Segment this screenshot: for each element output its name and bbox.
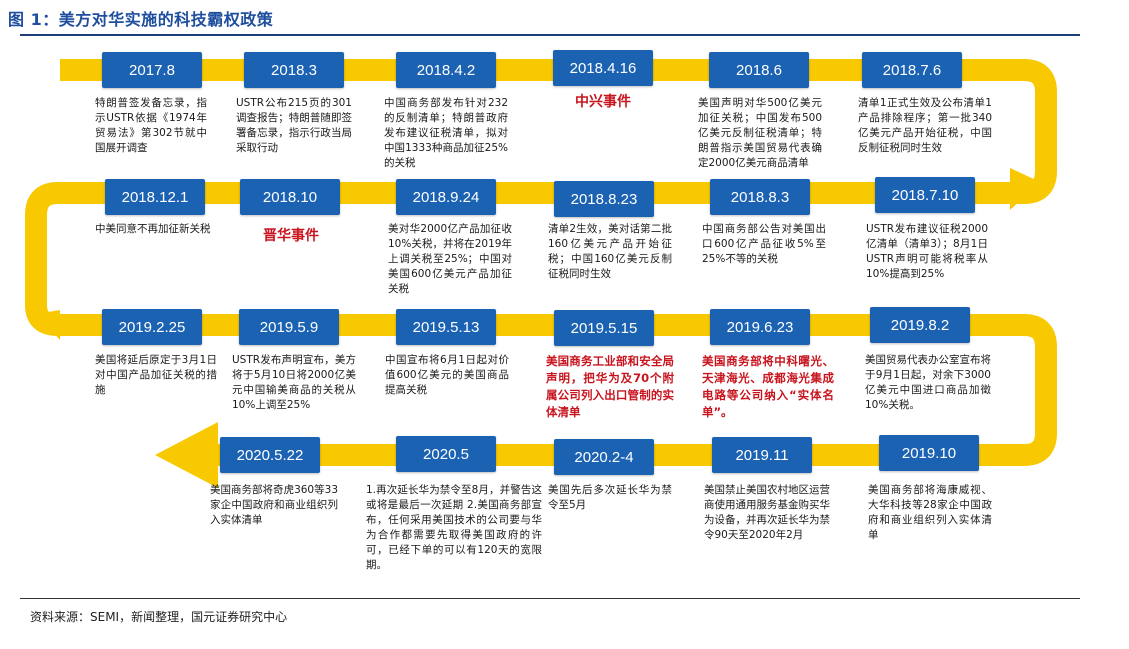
event-description: 美国贸易代表办公室宣布将于9月1日起，对余下3000亿美元中国进口商品加徵10%…: [865, 354, 991, 411]
event-description: 中国商务部公告对美国出口600亿产品征收5%至25%不等的关税: [702, 223, 826, 265]
source-note: 资料来源：SEMI，新闻整理，国元证券研究中心: [30, 610, 288, 624]
date-label: 2018.9.24: [396, 179, 496, 215]
date-label: 2018.12.1: [105, 179, 205, 215]
event-description: 1.再次延长华为禁令至8月，并警告这或将是最后一次延期 2.美国商务部宣布，任何…: [366, 484, 542, 571]
event-description: 清单1正式生效及公布清单1产品排除程序；第一批340亿美元产品开始征税，中国反制…: [858, 97, 992, 154]
date-label: 2020.5.22: [220, 437, 320, 473]
event-description: 中兴事件: [575, 94, 631, 110]
date-label: 2020.2-4: [554, 439, 654, 475]
event-description: 清单2生效，美对话第二批160亿美元产品开始征税；中国160亿美元反制征税同时生…: [548, 223, 672, 280]
event-description: 中国商务部发布针对232的反制清单；特朗普政府发布建议征税清单，拟对中国1333…: [384, 97, 508, 169]
event-description: 晋华事件: [263, 228, 319, 244]
top-rule: [20, 34, 1080, 36]
date-label: 2019.2.25: [102, 309, 202, 345]
date-label: 2018.6: [709, 52, 809, 88]
date-label: 2018.10: [240, 179, 340, 215]
date-label: 2019.8.2: [870, 307, 970, 343]
event-description: 特朗普签发备忘录，指示USTR依据《1974年贸易法》第302节就中国展开调查: [95, 97, 207, 154]
date-label: 2019.5.13: [396, 309, 496, 345]
event-description: 美国禁止美国农村地区运营商使用通用服务基金购买华为设备，并再次延长华为禁令90天…: [704, 484, 830, 541]
event-description: 中美同意不再加征新关税: [95, 223, 211, 235]
date-label: 2017.8: [102, 52, 202, 88]
date-label: 2019.11: [712, 437, 812, 473]
date-label: 2019.5.15: [554, 310, 654, 346]
date-label: 2018.7.10: [875, 177, 975, 213]
track-arrow-right: [1010, 168, 1040, 210]
date-label: 2019.10: [879, 435, 979, 471]
date-label: 2018.3: [244, 52, 344, 88]
bottom-rule: [20, 598, 1080, 599]
track-arrow-turn: [36, 310, 60, 340]
event-description: 美国商务部将中科曙光、天津海光、成都海光集成电路等公司纳入“实体名单”。: [702, 354, 834, 419]
event-description: 美国先后多次延长华为禁令至5月: [548, 484, 672, 511]
date-label: 2018.7.6: [862, 52, 962, 88]
event-description: 美国商务部将海康威视、大华科技等28家企中国政府和商业组织列入实体清单: [868, 484, 992, 541]
event-description: 美对华2000亿产品加征收10%关税，并将在2019年上调关税至25%；中国对美…: [388, 223, 512, 295]
event-description: USTR发布声明宣布，美方将于5月10日将2000亿美元中国输美商品的关税从10…: [232, 354, 356, 411]
date-label: 2018.4.16: [553, 50, 653, 86]
event-description: 中国宣布将6月1日起对价值600亿美元的美国商品提高关税: [385, 354, 509, 396]
date-label: 2019.5.9: [239, 309, 339, 345]
date-label: 2018.8.23: [554, 181, 654, 217]
date-label: 2019.6.23: [710, 309, 810, 345]
date-label: 2018.8.3: [710, 179, 810, 215]
event-description: 美国声明对华500亿美元加征关税；中国发布500亿美元反制征税清单；特朗普指示美…: [698, 97, 822, 169]
event-description: 美国商务工业部和安全局声明，把华为及70个附属公司列入出口管制的实体清单: [546, 354, 674, 419]
figure-title: 图 1：美方对华实施的科技霸权政策: [8, 10, 274, 29]
event-description: 美国将延后原定于3月1日对中国产品加征关税的措施: [95, 354, 217, 396]
event-description: 美国商务部将奇虎360等33家企中国政府和商业组织列入实体清单: [210, 484, 338, 526]
date-label: 2020.5: [396, 436, 496, 472]
track-arrow-end: [155, 422, 218, 488]
track-path: [25, 59, 1057, 466]
event-description: USTR发布建议征税2000亿清单（清单3）；8月1日USTR声明可能将税率从1…: [866, 223, 988, 280]
event-description: USTR公布215页的301调查报告；特朗普随即签署备忘录，指示行政当局采取行动: [236, 97, 352, 154]
date-label: 2018.4.2: [396, 52, 496, 88]
